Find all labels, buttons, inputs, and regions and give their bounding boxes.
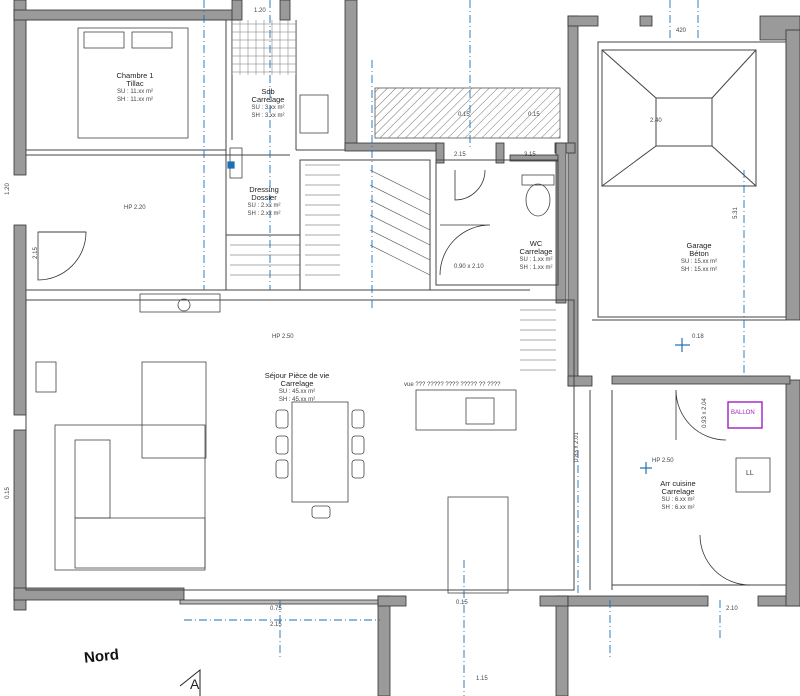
dim-w1: 0.15: [458, 112, 470, 118]
room-name: Séjour Pièce de vie: [264, 371, 330, 380]
staircase: [230, 164, 556, 371]
room-name: Chambre 1: [116, 71, 154, 80]
room-su: SU : 3.xx m²: [251, 105, 285, 111]
hatched-area: [374, 87, 561, 139]
room-floor: Tillac: [126, 79, 144, 88]
room-floor: Carrelage: [280, 379, 314, 388]
room-sh: SH : 2.xx m²: [247, 211, 281, 217]
room-name: Arr cuisine: [660, 479, 696, 488]
door-swings: [37, 169, 751, 586]
washing-machine-label: LL: [746, 470, 754, 477]
interior-walls: [25, 19, 787, 591]
water-heater-label: BALLON: [731, 410, 755, 416]
dim-left-3: 0.15: [4, 487, 11, 499]
level-markers: [227, 161, 690, 474]
dim-garage-door: 2.40: [650, 118, 662, 124]
dim-left-2: 2.15: [32, 247, 39, 259]
tiled-floor: [232, 20, 296, 75]
room-label-sejour: Séjour Pièce de vie Carrelage SU : 45.xx…: [252, 372, 342, 404]
room-floor: Dossier: [251, 193, 277, 202]
room-floor: Carrelage: [519, 247, 553, 256]
dim-bottom-2: 2.15: [270, 622, 282, 628]
north-label: Nord: [83, 646, 120, 667]
room-name: WC: [529, 239, 543, 248]
room-name: Sdb: [261, 87, 275, 96]
dim-bottom-5: 1.15: [476, 676, 488, 682]
room-floor: Carrelage: [251, 95, 285, 104]
dim-hall: HP 2.20: [124, 205, 146, 211]
dim-door-2: 0.93 x 2.04: [701, 398, 708, 428]
dim-w4: 0.15: [528, 112, 540, 118]
room-sh: SH : 1.xx m²: [519, 265, 553, 271]
room-su: SU : 1.xx m²: [519, 257, 553, 263]
room-label-garage: Garage Béton SU : 15.xx m² SH : 15.xx m²: [664, 242, 734, 274]
room-su: SU : 15.xx m²: [680, 259, 718, 265]
exterior-walls: [13, 0, 800, 696]
room-sh: SH : 3.xx m²: [251, 113, 285, 119]
dim-sejour-height: HP 2.50: [272, 334, 294, 340]
room-sh: SH : 11.xx m²: [117, 97, 153, 103]
dim-bottom-3: 0.15: [456, 600, 468, 606]
room-su: SU : 6.xx m²: [661, 497, 695, 503]
dim-garage-vertical: 5.31: [732, 207, 739, 219]
section-letter: A: [190, 676, 200, 692]
room-name: Dressing: [249, 185, 279, 194]
room-sh: SH : 45.xx m²: [278, 397, 316, 403]
dim-sdb-width: 1.20: [254, 8, 266, 14]
room-su: SU : 45.xx m²: [278, 389, 316, 395]
room-sh: SH : 15.xx m²: [680, 267, 718, 273]
room-floor: Carrelage: [661, 487, 695, 496]
dim-bottom-1: 0.75: [270, 606, 282, 612]
dim-left-1: 1.20: [4, 183, 11, 195]
section-mark: [179, 668, 201, 696]
dim-top-right: 420: [676, 28, 687, 34]
dim-stair: 0.90 x 2.10: [454, 264, 484, 270]
room-label-arr-cuisine: Arr cuisine Carrelage SU : 6.xx m² SH : …: [640, 480, 716, 512]
room-su: SU : 11.xx m²: [117, 89, 153, 95]
room-name: Garage: [686, 241, 712, 250]
axis-lines: [184, 0, 745, 696]
dim-w2: 2.15: [454, 152, 466, 158]
dim-cuisine-ceiling: HP 2.50: [652, 458, 674, 464]
kitchen-note: vue ??? ????? ???? ????? ?? ????: [404, 382, 501, 388]
room-label-wc: WC Carrelage SU : 1.xx m² SH : 1.xx m²: [506, 240, 566, 272]
room-floor: Béton: [689, 249, 709, 258]
dim-w3: 3.15: [524, 152, 536, 158]
room-label-dressing: Dressing Dossier SU : 2.xx m² SH : 2.xx …: [234, 186, 294, 218]
dim-bottom-4: 2.10: [726, 606, 738, 612]
furniture: [35, 27, 771, 594]
room-su: SU : 2.xx m²: [247, 203, 281, 209]
room-label-chambre: Chambre 1 Tillac SU : 11.xx m² SH : 11.x…: [100, 72, 170, 104]
dim-door-1: 0.83 x 2.01: [573, 432, 580, 462]
room-sh: SH : 6.xx m²: [661, 505, 695, 511]
room-label-sdb: Sdb Carrelage SU : 3.xx m² SH : 3.xx m²: [238, 88, 298, 120]
dim-garage-label: 0.18: [692, 334, 704, 340]
